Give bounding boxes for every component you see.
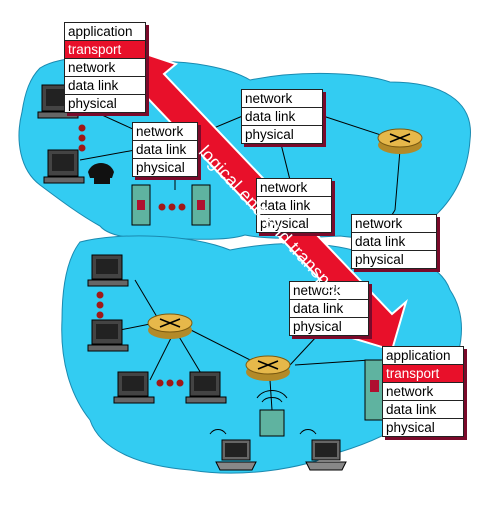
- laptop-icon: [209, 429, 257, 471]
- layer-data-link: data link: [257, 197, 331, 215]
- layer-data-link: data link: [65, 77, 145, 95]
- layer-physical: physical: [68, 96, 117, 111]
- router-icon: [147, 313, 193, 339]
- layer-data-link: data link: [352, 233, 436, 251]
- layer-network: network: [352, 215, 436, 233]
- server-icon: [131, 184, 151, 226]
- layer-network: network: [257, 179, 331, 197]
- layer-physical: physical: [293, 319, 342, 334]
- layer-transport: transport: [383, 365, 463, 383]
- layer-application: application: [383, 347, 463, 365]
- ellipsis-dots: [78, 124, 186, 387]
- desktop-computer-icon: [185, 371, 227, 404]
- protocol-stack-router: network data link physical: [351, 214, 437, 269]
- layer-physical: physical: [355, 252, 404, 267]
- layer-physical: physical: [260, 216, 309, 231]
- protocol-stack-router: network data link physical: [289, 281, 369, 336]
- layer-network: network: [242, 90, 322, 108]
- layer-transport: transport: [65, 41, 145, 59]
- desktop-computer-icon: [113, 371, 155, 404]
- protocol-stack-source-host: application transport network data link …: [64, 22, 146, 113]
- layer-physical: physical: [386, 420, 435, 435]
- desktop-computer-icon: [43, 149, 85, 184]
- protocol-stack-destination-host: application transport network data link …: [382, 346, 464, 437]
- router-icon: [245, 355, 291, 381]
- laptop-icon: [299, 429, 347, 471]
- telephone-icon: [88, 163, 114, 184]
- layer-network: network: [383, 383, 463, 401]
- layer-data-link: data link: [242, 108, 322, 126]
- protocol-stack-router: network data link physical: [132, 122, 198, 177]
- wireless-base-station-icon: [256, 390, 288, 437]
- layer-application: application: [65, 23, 145, 41]
- layer-network: network: [290, 282, 368, 300]
- layer-data-link: data link: [383, 401, 463, 419]
- layer-network: network: [65, 59, 145, 77]
- protocol-stack-router: network data link physical: [241, 89, 323, 144]
- router-icon: [377, 128, 423, 154]
- layer-physical: physical: [136, 160, 185, 175]
- server-icon: [191, 184, 211, 226]
- desktop-computer-icon: [87, 254, 129, 287]
- desktop-computer-icon: [87, 319, 129, 352]
- layer-network: network: [133, 123, 197, 141]
- protocol-stack-router: network data link physical: [256, 178, 332, 233]
- layer-physical: physical: [245, 127, 294, 142]
- layer-data-link: data link: [133, 141, 197, 159]
- layer-data-link: data link: [290, 300, 368, 318]
